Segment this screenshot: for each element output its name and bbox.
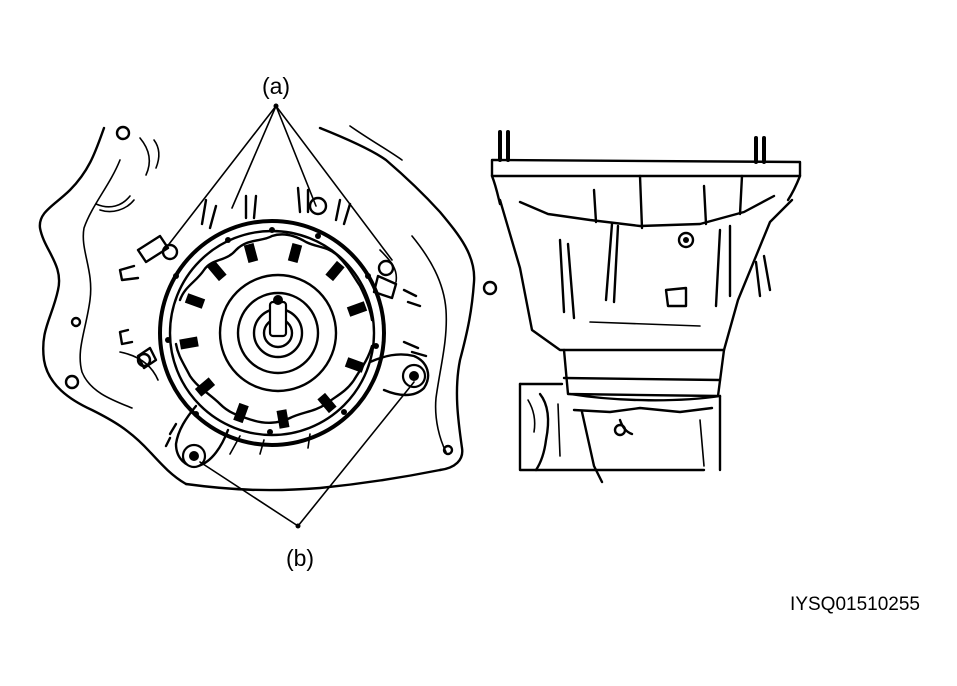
callout-label-a: (a) (262, 73, 290, 99)
torque-converter-housing-icon (38, 103, 498, 529)
callout-label-b: (b) (286, 545, 314, 571)
figure-code: IYSQ01510255 (790, 594, 920, 615)
transmission-extension-housing-icon (490, 130, 802, 484)
